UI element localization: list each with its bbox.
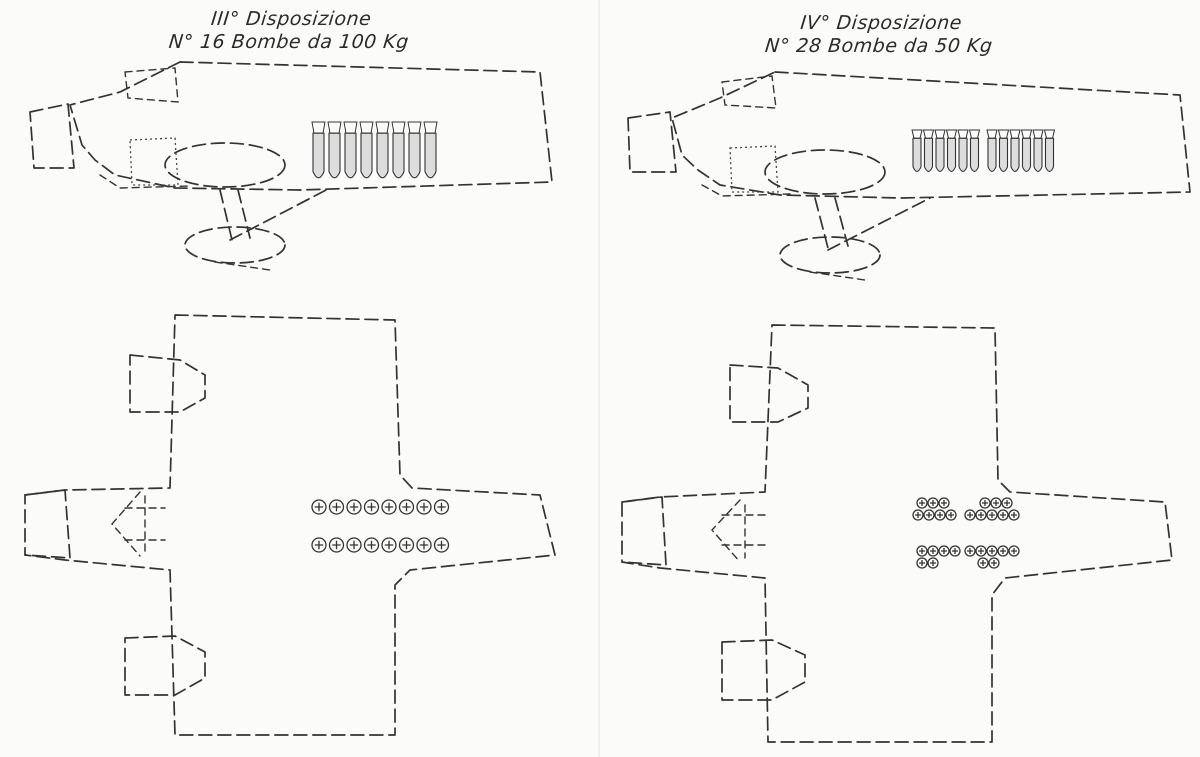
bomb-top (986, 509, 998, 521)
bomb-side (423, 121, 438, 179)
bomb-top (912, 509, 924, 521)
bomb-side (968, 129, 981, 172)
bomb-top (949, 545, 961, 557)
bomb-side (375, 121, 390, 179)
bomb-top (328, 499, 345, 515)
bomb-top (381, 499, 397, 515)
bomb-top (363, 499, 380, 515)
bomb-top (927, 557, 939, 569)
bomb-top (975, 509, 987, 521)
bomb-top (381, 537, 397, 553)
bomb-side (1020, 129, 1033, 172)
top-view-iii (24, 314, 556, 736)
bomb-top (934, 509, 946, 521)
bomb-top (916, 497, 928, 509)
bomb-top (923, 509, 935, 521)
bomb-top (975, 545, 987, 557)
bomb-top (398, 499, 415, 515)
bomb-side (327, 121, 342, 179)
top-view-iv (621, 324, 1173, 743)
bomb-top (433, 499, 450, 515)
side-view-iv (627, 71, 1191, 281)
bomb-top (990, 497, 1002, 509)
bomb-side (1032, 129, 1044, 172)
bomb-side (986, 129, 998, 172)
bomb-side (1009, 129, 1021, 172)
bomb-top (938, 545, 950, 557)
bomb-top (346, 499, 362, 515)
bomb-top (964, 545, 976, 557)
bomb-side (407, 121, 422, 179)
bomb-side (957, 129, 969, 172)
bomb-top (1001, 497, 1013, 509)
bomb-top (363, 537, 380, 553)
bomb-side (911, 129, 923, 172)
bomb-top (433, 537, 450, 553)
bomb-top (1008, 545, 1020, 557)
bomb-top (916, 545, 928, 557)
bomb-side (343, 121, 358, 179)
arrangement-iv-drawing (621, 71, 1191, 743)
bomb-side (934, 129, 946, 172)
page-fold (598, 0, 600, 757)
side-view-iii (29, 61, 553, 271)
bomb-top (416, 499, 432, 515)
bomb-top (346, 537, 362, 553)
bomb-top (964, 509, 976, 521)
bomb-top (997, 509, 1009, 521)
bomb-grid-top-iv (912, 497, 1020, 569)
bomb-side (922, 129, 935, 172)
bomb-top (398, 537, 415, 553)
bomb-top (328, 537, 345, 553)
bomb-top (416, 537, 432, 553)
bomb-side (311, 121, 326, 179)
bomb-top (986, 545, 998, 557)
bomb-side (997, 129, 1010, 172)
bomb-rack-side-iv (911, 129, 1056, 172)
bomb-top (311, 499, 327, 515)
bomb-top (927, 497, 939, 509)
bomb-top (945, 509, 957, 521)
bomb-grid-top-iii (311, 499, 450, 553)
bomb-side (945, 129, 958, 172)
arrangement-iii-drawing (24, 61, 556, 736)
bomb-top (938, 497, 950, 509)
bomb-top (1008, 509, 1020, 521)
bomb-top (997, 545, 1009, 557)
bomb-top (977, 557, 989, 569)
bomb-side (391, 121, 406, 179)
bomb-top (979, 497, 991, 509)
arrangement-iv-panel: IV° Disposizione N° 28 Bombe da 50 Kg (600, 0, 1200, 757)
bomb-side (1043, 129, 1056, 172)
bomb-top (311, 537, 327, 553)
bomb-top (916, 557, 928, 569)
bomb-top (988, 557, 1000, 569)
bomb-rack-side-iii (311, 121, 438, 179)
arrangement-iii-panel: III° Disposizione N° 16 Bombe da 100 Kg (24, 8, 556, 736)
bomb-top (927, 545, 939, 557)
bomb-side (359, 121, 374, 179)
